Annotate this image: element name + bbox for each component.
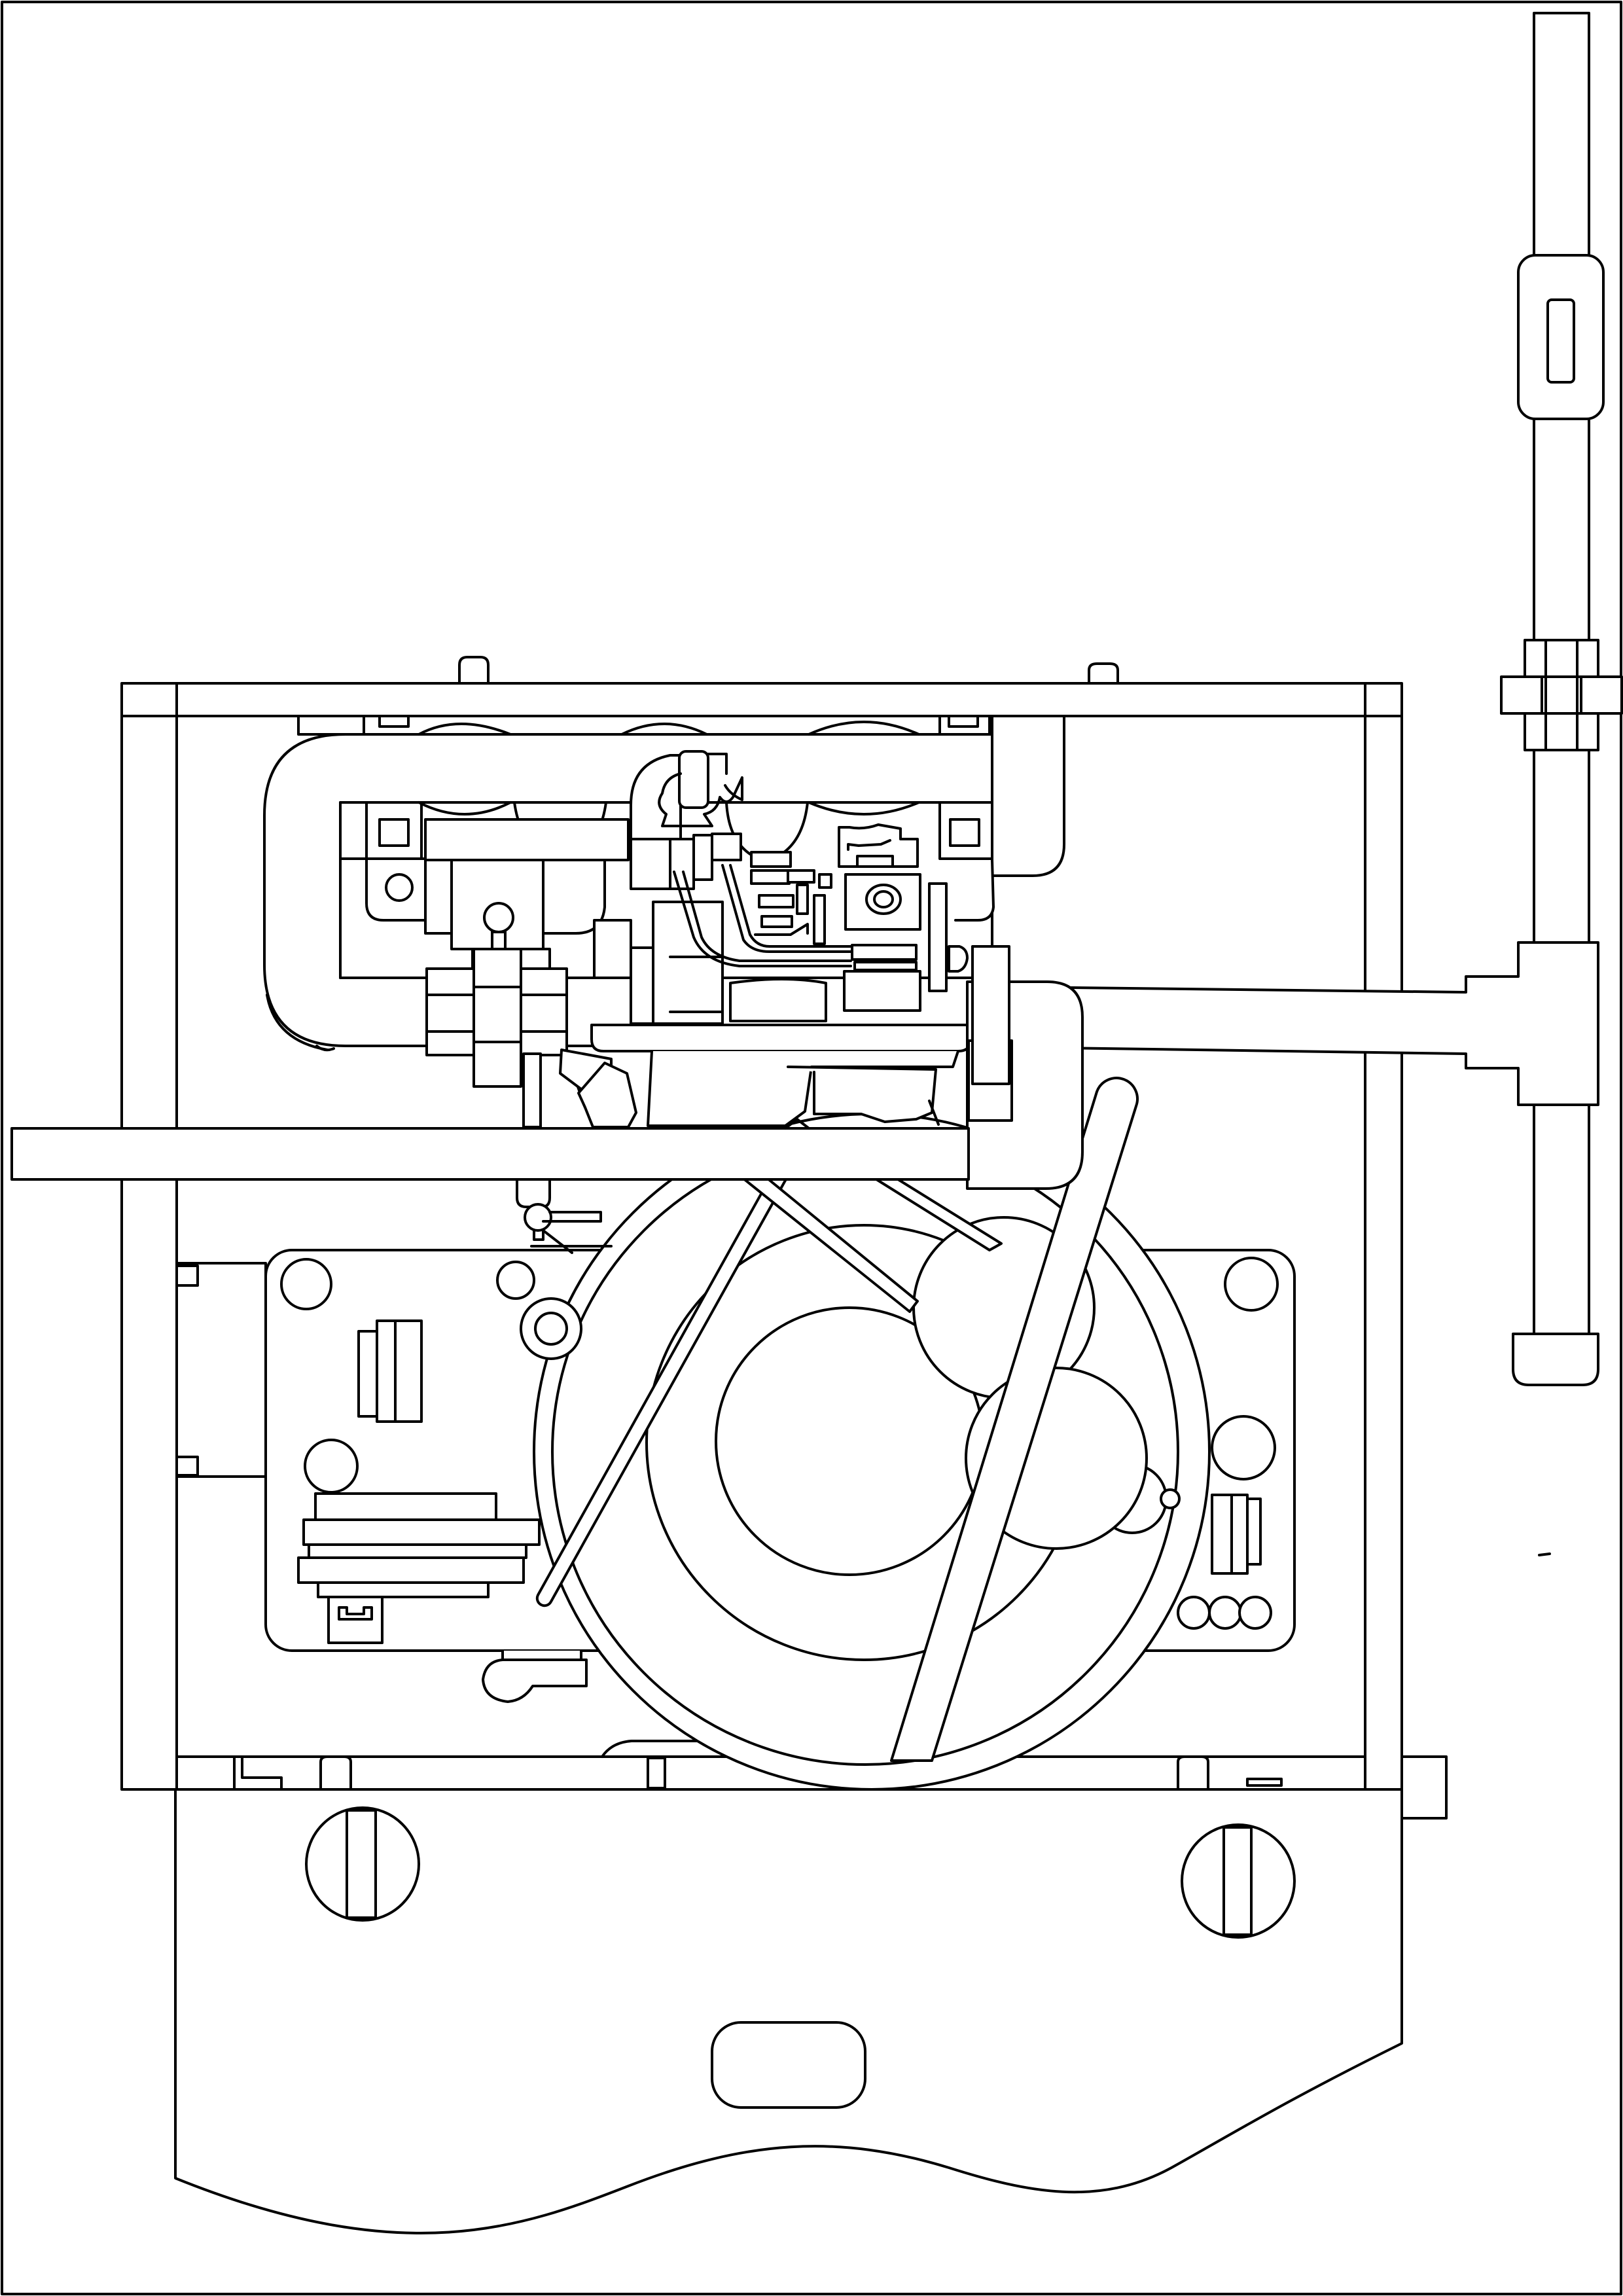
adjustment-screws: [305, 1806, 1296, 1939]
housing-side-tab: [1400, 1755, 1448, 1820]
plate-side-bracket: [175, 1262, 267, 1478]
left-horizontal-bar: [10, 1127, 970, 1181]
diagonal-rods: [535, 1077, 1139, 1762]
housing-slot: [711, 2021, 866, 2109]
mechanism-assembly: [297, 715, 1065, 1360]
bottom-housing: [174, 1755, 1448, 2234]
rod-end-cap: [1512, 1333, 1599, 1386]
left-switch-block: [425, 948, 568, 1088]
horizontal-arm: [966, 941, 1599, 1190]
right-vertical-rod: [1500, 12, 1623, 1556]
rod-clamp-slot: [1546, 298, 1575, 384]
frame-tab-left: [458, 656, 490, 685]
small-lug: [482, 1649, 588, 1703]
stacked-plates: [297, 1492, 541, 1644]
small-mark: [1538, 1552, 1551, 1556]
rod-coupling: [1500, 639, 1623, 751]
frame-tab-right: [1088, 662, 1119, 685]
